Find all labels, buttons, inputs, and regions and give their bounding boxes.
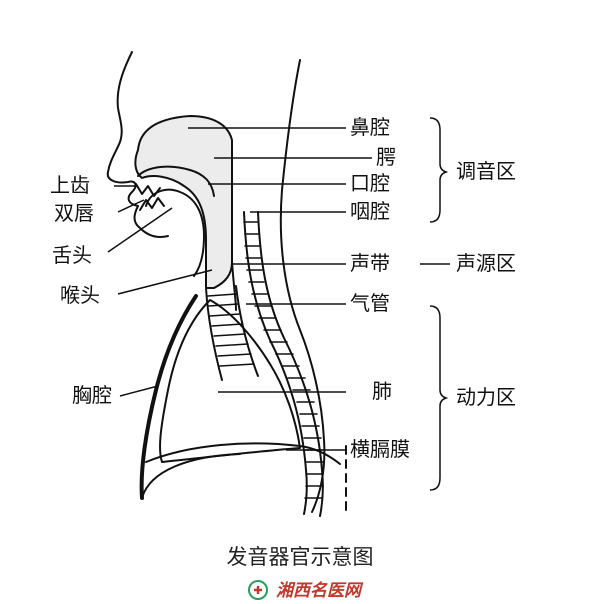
- label-trachea: 气管: [350, 291, 390, 315]
- diagram-caption: 发音器官示意图: [227, 545, 374, 569]
- spine-front: [243, 211, 308, 515]
- watermark-text: 湘西名医网: [276, 581, 364, 601]
- leader-lines: [107, 127, 450, 451]
- upper-teeth: [135, 183, 161, 197]
- caduceus-cross-icon: [248, 580, 268, 600]
- anatomy-drawing: [106, 51, 347, 517]
- diaphragm: [145, 442, 341, 465]
- spine-back: [257, 211, 324, 517]
- tongue: [145, 188, 205, 277]
- organ-labels: 鼻腔 腭 口腔 咽腔 上齿 双唇 舌头 喉头 声带 气管 胸腔 肺 横膈膜: [50, 115, 410, 461]
- pharynx-wall: [231, 261, 237, 311]
- label-lips: 双唇: [54, 201, 94, 225]
- region-resonance: 调音区: [456, 159, 516, 183]
- nasal-cavity: [134, 115, 233, 289]
- label-pharynx: 咽腔: [350, 199, 390, 223]
- label-upper-teeth: 上齿: [50, 173, 90, 197]
- region-power: 动力区: [456, 385, 516, 409]
- label-palate: 腭: [376, 145, 396, 169]
- label-nasal-cavity: 鼻腔: [350, 115, 390, 139]
- lower-teeth: [139, 197, 165, 211]
- trachea-front: [205, 287, 223, 381]
- trachea-rings: [207, 293, 255, 367]
- label-vocal-cords: 声带: [350, 251, 390, 275]
- watermark: 湘西名医网: [248, 580, 364, 601]
- label-lungs: 肺: [372, 379, 392, 403]
- label-larynx: 喉头: [60, 283, 100, 307]
- region-labels: 调音区 声源区 动力区: [456, 159, 516, 409]
- label-tongue: 舌头: [52, 243, 92, 267]
- face-profile: [106, 51, 169, 238]
- palate: [137, 165, 215, 197]
- resonance-brace: [429, 117, 449, 223]
- label-diaphragm: 横膈膜: [350, 437, 410, 461]
- power-brace: [429, 305, 449, 491]
- label-oral-cavity: 口腔: [350, 171, 390, 195]
- region-sound-source: 声源区: [456, 251, 516, 275]
- label-chest: 胸腔: [72, 383, 112, 407]
- abdomen-outline: [141, 453, 241, 499]
- region-braces: [429, 117, 449, 491]
- chest-front-wall: [139, 294, 198, 500]
